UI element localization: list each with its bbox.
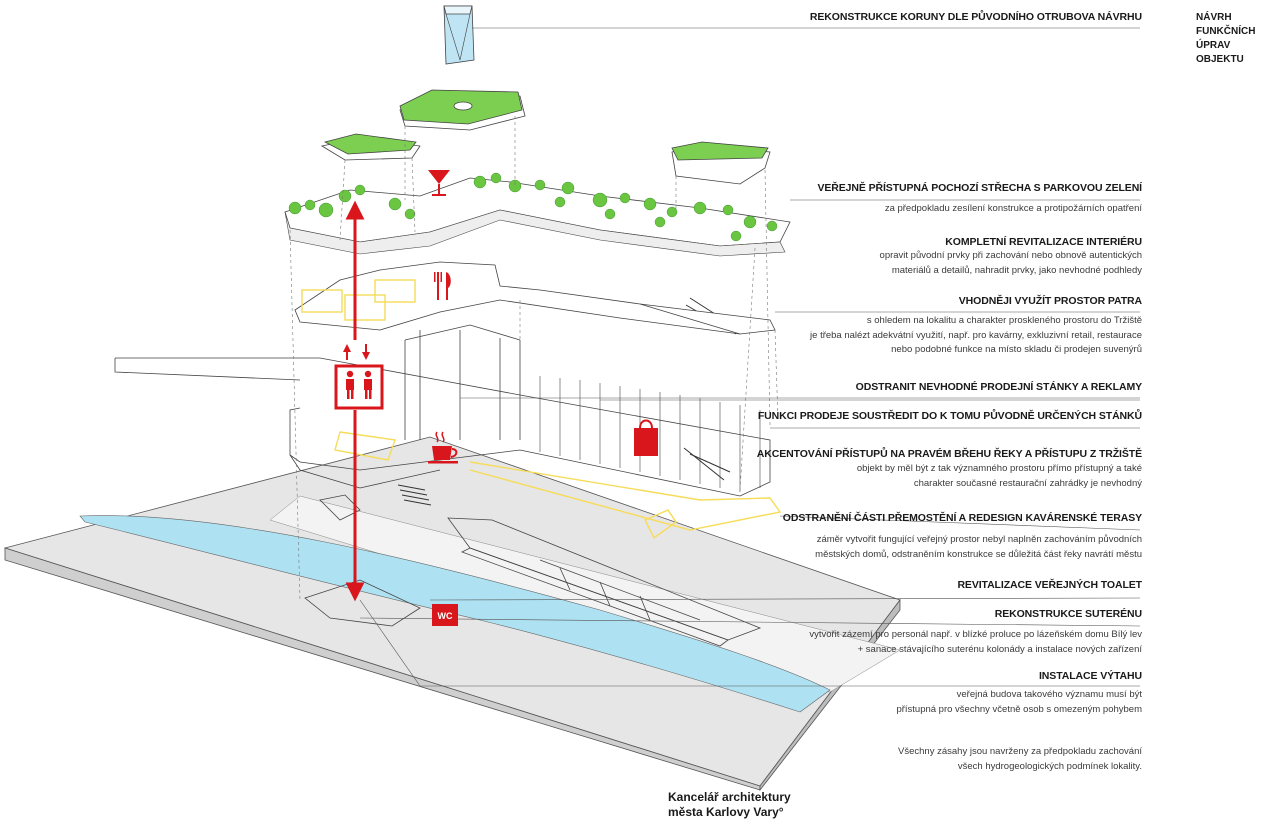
annotation-crown-title: REKONSTRUKCE KORUNY DLE PŮVODNÍHO OTRUBO… xyxy=(809,11,1142,23)
annotation-terrace-title: ODSTRANĚNÍ ČÁSTI PŘEMOSTĚNÍ A REDESIGN K… xyxy=(782,512,1142,524)
cutlery-icon xyxy=(434,272,451,300)
annotation-terrace-desc: záměr vytvořit fungující veřejný prostor… xyxy=(815,534,1142,560)
coffee-cup-icon xyxy=(428,431,458,464)
annotation-floor-desc: s ohledem na lokalitu a charakter proskl… xyxy=(810,315,1142,356)
annotation-toilets-title: REVITALIZACE VEŘEJNÝCH TOALET xyxy=(957,579,1142,591)
elevator-icon xyxy=(334,344,384,410)
wc-icon xyxy=(432,604,458,626)
cocktail-icon xyxy=(428,170,450,196)
annotation-access-desc: objekt by měl být z tak významného prost… xyxy=(856,463,1142,489)
glass-hall-columns xyxy=(539,376,761,492)
wc-label: WC xyxy=(438,611,453,621)
leader-lines xyxy=(359,27,1141,687)
roof-plants xyxy=(288,172,778,242)
annotation-sales-title: FUNKCI PRODEJE SOUSTŘEDIT DO K TOMU PŮVO… xyxy=(757,410,1142,422)
annotation-stalls-title: ODSTRANIT NEVHODNÉ PRODEJNÍ STÁNKY A REK… xyxy=(855,381,1142,393)
towers xyxy=(320,5,771,185)
colonnade-building xyxy=(114,324,771,497)
annotation-basement-desc: vytvořit zázemí pro personál např. v blí… xyxy=(809,629,1142,655)
upper-floor xyxy=(294,261,776,335)
annotation-elevator-desc: veřejná budova takového významu musí být… xyxy=(896,689,1142,715)
elevator-shaft xyxy=(345,200,365,602)
annotation-interior-desc: opravit původní prvky při zachování nebo… xyxy=(879,250,1142,276)
cafe-furniture xyxy=(301,279,782,540)
annotation-basement-title: REKONSTRUKCE SUTERÉNU xyxy=(994,608,1142,620)
annotation-elevator-title: INSTALACE VÝTAHU xyxy=(1038,670,1142,682)
annotation-roof-desc: za předpokladu zesílení konstrukce a pro… xyxy=(884,203,1142,214)
annotation-floor-title: VHODNĚJI VYUŽÍT PROSTOR PATRA xyxy=(958,295,1142,307)
final-note: Všechny zásahy jsou navrženy za předpokl… xyxy=(898,746,1142,772)
projection-lines xyxy=(289,116,779,601)
annotation-access-title: AKCENTOVÁNÍ PŘÍSTUPŮ NA PRAVÉM BŘEHU ŘEK… xyxy=(756,448,1142,460)
side-note: NÁVRH FUNKČNÍCH ÚPRAV OBJEKTU xyxy=(1196,12,1256,65)
annotation-interior-title: KOMPLETNÍ REVITALIZACE INTERIÉRU xyxy=(945,236,1142,248)
green-roof xyxy=(284,177,791,257)
shopping-bag-icon xyxy=(634,419,658,456)
office-credit: Kancelář architektury města Karlovy Vary… xyxy=(668,790,791,819)
annotation-roof-title: VEŘEJNĚ PŘÍSTUPNÁ POCHOZÍ STŘECHA S PARK… xyxy=(817,182,1142,194)
